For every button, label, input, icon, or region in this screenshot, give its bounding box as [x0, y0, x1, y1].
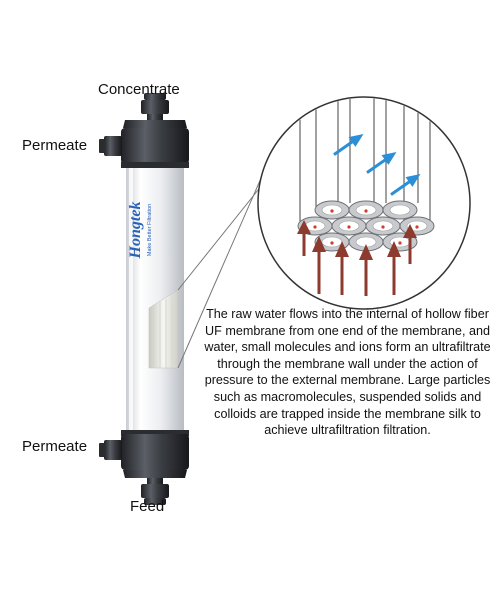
- top-end-cap: [121, 120, 189, 168]
- permeate-top-label: Permeate: [22, 137, 88, 154]
- permeate-flow-arrows: [333, 133, 421, 196]
- bottom-permeate-port: [99, 440, 122, 460]
- bottom-feed-port: [141, 478, 169, 505]
- feed-label: Feed: [130, 498, 165, 515]
- permeate-bottom-label: Permeate: [22, 438, 88, 455]
- brand-name: Hongtek: [127, 202, 144, 260]
- trapped-particles: [313, 209, 419, 245]
- fiber-bundle-window: [148, 289, 179, 369]
- concentrate-label: Concentrate: [98, 81, 180, 98]
- bottom-end-cap: [121, 430, 189, 478]
- process-description: The raw water flows into the internal of…: [204, 307, 491, 438]
- brand-logo: Hongtek Make Better Filtration: [127, 202, 153, 260]
- top-permeate-port: [99, 136, 122, 156]
- top-concentrate-port: [141, 93, 169, 120]
- feed-flow-arrows: [297, 220, 417, 296]
- fiber-crosssection-zoom: [257, 96, 471, 310]
- brand-tagline: Make Better Filtration: [147, 204, 153, 256]
